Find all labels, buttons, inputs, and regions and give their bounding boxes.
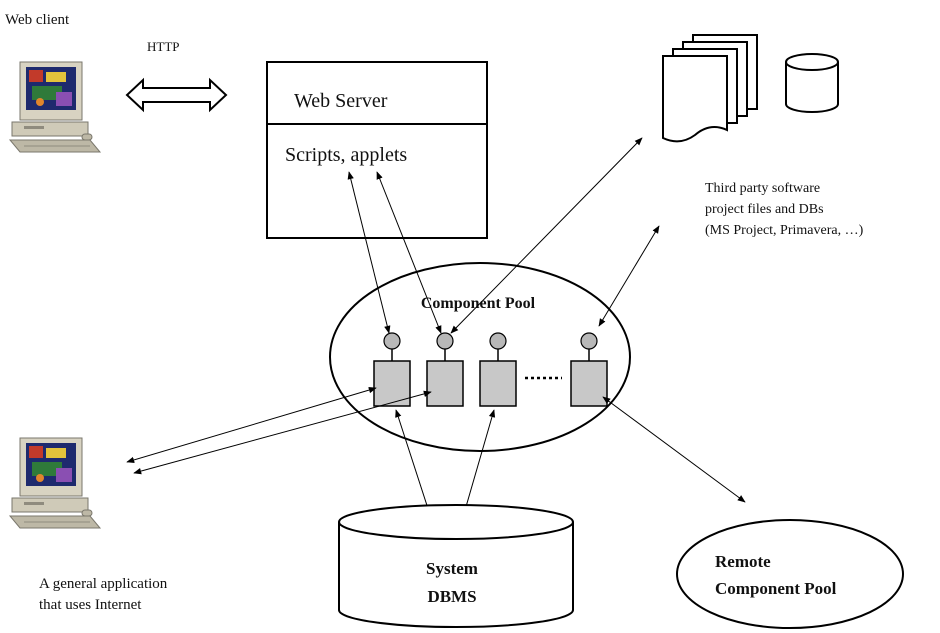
web-server-label: Web Server (294, 90, 388, 112)
arrow-documents-component2 (450, 137, 643, 334)
third-party-label-line1: Third party software (705, 181, 820, 196)
remote-label-line2: Component Pool (715, 579, 837, 598)
http-label: HTTP (147, 39, 180, 54)
component-pool-ellipse (329, 262, 631, 452)
system-dbms-cylinder (338, 504, 574, 628)
arrow-component4-remote (602, 396, 746, 503)
general-app-computer-icon (9, 437, 101, 529)
third-party-label-line3: (MS Project, Primavera, …) (705, 223, 864, 238)
component-pool-label: Component Pool (421, 295, 536, 312)
general-app-label-line1: A general application (39, 576, 168, 592)
database-cylinder-icon (785, 53, 839, 113)
web-client-label: Web client (5, 12, 70, 28)
remote-label-line1: Remote (715, 552, 771, 571)
arrow-thirdparty-component4 (598, 225, 660, 327)
web-client-computer-icon (9, 61, 101, 153)
http-double-arrow (125, 77, 228, 113)
document-stack-icon (662, 34, 758, 143)
system-label: System (426, 559, 478, 578)
arrow-component2-app (133, 390, 432, 475)
remote-component-pool-ellipse (676, 519, 904, 629)
component-3 (479, 332, 517, 407)
arrow-component1-app (126, 386, 377, 464)
third-party-label-line2: project files and DBs (705, 202, 824, 217)
general-app-label-line2: that uses Internet (39, 597, 142, 613)
arrow-scripts-component2 (376, 171, 442, 334)
scripts-applets-label: Scripts, applets (285, 144, 407, 166)
dbms-label: DBMS (427, 587, 476, 606)
component-2 (426, 332, 464, 407)
